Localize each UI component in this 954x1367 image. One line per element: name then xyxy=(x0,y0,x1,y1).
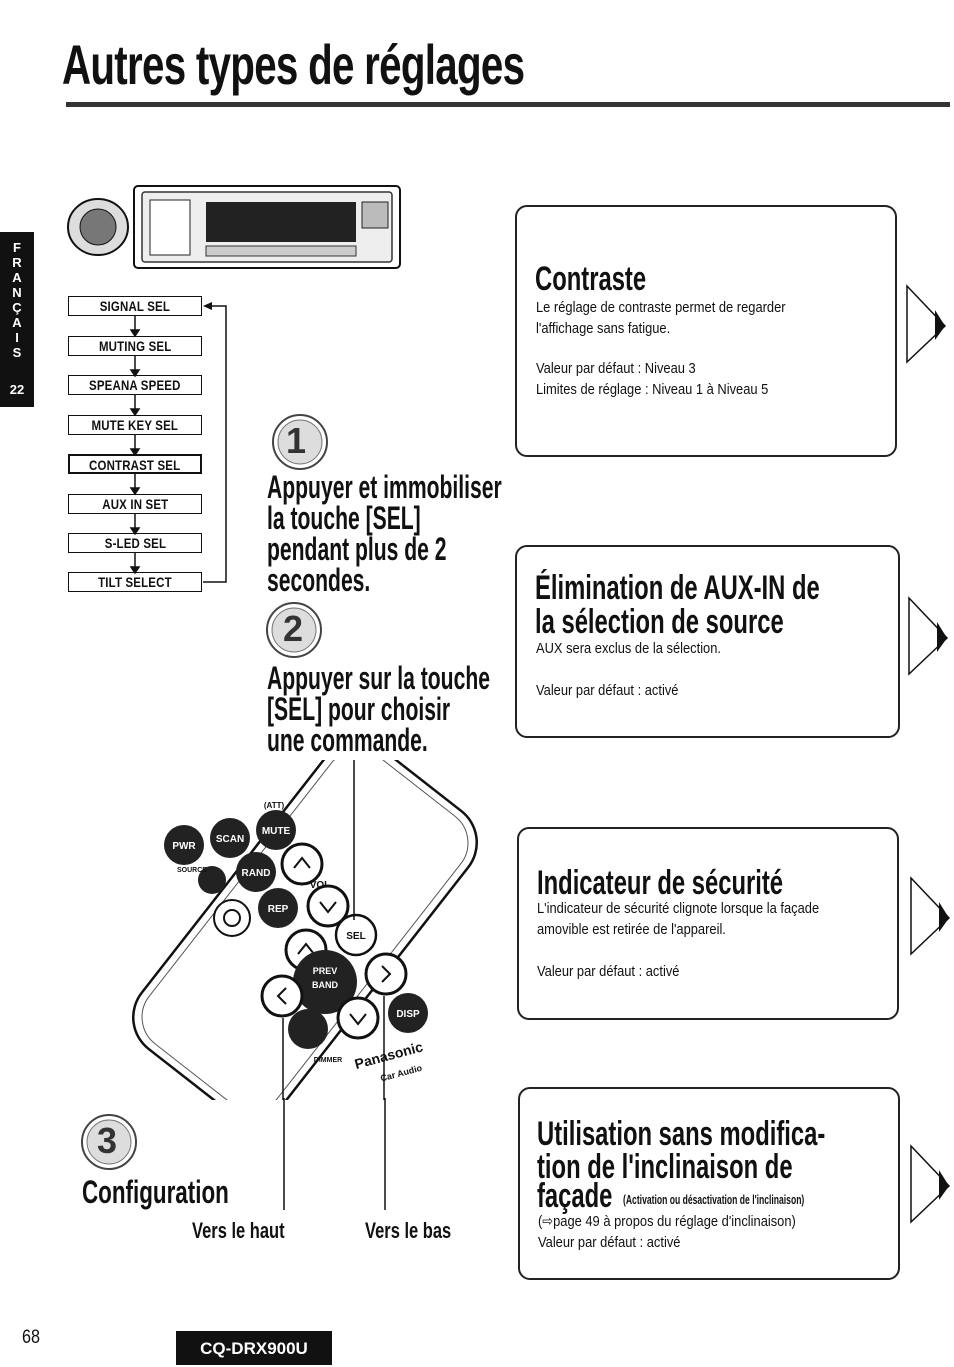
tilt-title-line1: Utilisation sans modifica- xyxy=(537,1115,826,1153)
section-number: 22 xyxy=(9,382,25,397)
contrast-text: Le réglage de contraste permet de regard… xyxy=(536,299,786,316)
security-text: L'indicateur de sécurité clignote lorsqu… xyxy=(537,900,820,917)
security-default: Valeur par défaut : activé xyxy=(537,963,680,980)
contrast-body: Le réglage de contraste permet de regard… xyxy=(536,297,786,400)
aux-default: Valeur par défaut : activé xyxy=(536,682,679,699)
remote-mute-label: MUTE xyxy=(262,826,291,837)
step1-line: secondes. xyxy=(267,562,371,598)
security-arrow-icon xyxy=(910,876,951,956)
tilt-body: (⇨page 49 à propos du réglage d'inclinai… xyxy=(538,1211,796,1253)
page-title: Autres types de réglages xyxy=(62,33,525,96)
tilt-title-facade: façade xyxy=(537,1177,613,1215)
step2-number-icon xyxy=(266,602,322,658)
step3-number-icon xyxy=(81,1114,137,1170)
remote-brand-sub-label: Car Audio xyxy=(379,1063,423,1084)
remote-rand-label: RAND xyxy=(242,868,271,879)
security-panel xyxy=(517,827,899,1020)
title-rule xyxy=(66,102,950,107)
up-label: Vers le haut xyxy=(192,1218,285,1243)
step1-number-icon xyxy=(272,414,328,470)
head-unit-illustration xyxy=(67,185,401,269)
menu-item-signal-sel: SIGNAL SEL xyxy=(68,296,202,316)
step2-number: 2 xyxy=(283,608,304,649)
remote-band-label: BAND xyxy=(312,980,338,990)
contrast-panel xyxy=(515,205,897,457)
security-title: Indicateur de sécurité xyxy=(537,864,784,902)
tilt-text: (⇨page 49 à propos du réglage d'inclinai… xyxy=(538,1213,796,1230)
tilt-title-line3: façade xyxy=(537,1179,645,1213)
page-number: 68 xyxy=(22,1327,40,1348)
remote-att-label: (ATT) xyxy=(264,801,285,810)
aux-text: AUX sera exclus de la sélection. xyxy=(536,640,721,657)
contrast-arrow-icon xyxy=(906,284,947,364)
language-tab: F R A N Ç A I S 22 xyxy=(0,232,34,407)
security-body: L'indicateur de sécurité clignote lorsqu… xyxy=(537,898,819,982)
pointer-lines xyxy=(283,1098,386,1210)
step2-instruction: Appuyer sur la touche [SEL] pour choisir… xyxy=(267,660,490,758)
step1-instruction: Appuyer et immobiliser la touche [SEL] p… xyxy=(267,469,502,598)
tilt-title-line2: tion de l'inclinaison de xyxy=(537,1148,793,1186)
step2-line: [SEL] pour choisir xyxy=(267,691,451,727)
remote-prev-label: PREV xyxy=(313,966,338,976)
step2-line: Appuyer sur la touche xyxy=(267,660,490,696)
language-letters: F R A N Ç A I S xyxy=(0,240,34,360)
aux-body: AUX sera exclus de la sélection. Valeur … xyxy=(536,638,721,701)
remote-sel-label: SEL xyxy=(346,931,365,942)
step3-title: Configuration xyxy=(82,1174,229,1210)
aux-title-line2: la sélection de source xyxy=(535,603,784,641)
step1-line: pendant plus de 2 xyxy=(267,531,447,567)
remote-scan-label: SCAN xyxy=(216,834,244,845)
step2-line: une commande. xyxy=(267,722,428,758)
remote-disp-label: DISP xyxy=(396,1009,420,1020)
contrast-range: Limites de réglage : Niveau 1 à Niveau 5 xyxy=(536,381,769,398)
model-badge: CQ-DRX900U xyxy=(176,1331,332,1365)
tilt-title-subtitle: (Activation ou désactivation de l'inclin… xyxy=(623,1192,805,1207)
contrast-title: Contraste xyxy=(535,260,647,298)
step1-line: la touche [SEL] xyxy=(267,500,421,536)
security-text: amovible est retirée de l'appareil. xyxy=(537,921,726,938)
menu-flow-arrows xyxy=(129,302,227,583)
remote-source-label: SOURCE xyxy=(177,867,207,874)
contrast-text: l'affichage sans fatigue. xyxy=(536,320,671,337)
aux-panel xyxy=(515,545,900,738)
aux-title-line1: Élimination de AUX-IN de xyxy=(535,569,820,607)
step3-number: 3 xyxy=(97,1120,118,1161)
step1-number: 1 xyxy=(286,420,307,461)
tilt-arrow-icon xyxy=(910,1144,951,1224)
down-label: Vers le bas xyxy=(365,1218,452,1243)
aux-arrow-icon xyxy=(908,596,949,676)
remote-vol-label: VOL xyxy=(310,880,331,891)
remote-rep-label: REP xyxy=(268,904,289,915)
remote-dimmer-label: DIMMER xyxy=(314,1057,342,1064)
step1-line: Appuyer et immobiliser xyxy=(267,469,502,505)
remote-pwr-label: PWR xyxy=(172,841,196,852)
remote-control-illustration: PWR SCAN MUTE (ATT) SOURCE RAND VOL REP … xyxy=(132,760,478,1100)
tilt-default: Valeur par défaut : activé xyxy=(538,1234,681,1251)
language-letters-text: F R A N Ç A I S xyxy=(12,240,22,360)
tilt-panel xyxy=(518,1087,900,1280)
contrast-default: Valeur par défaut : Niveau 3 xyxy=(536,360,696,377)
